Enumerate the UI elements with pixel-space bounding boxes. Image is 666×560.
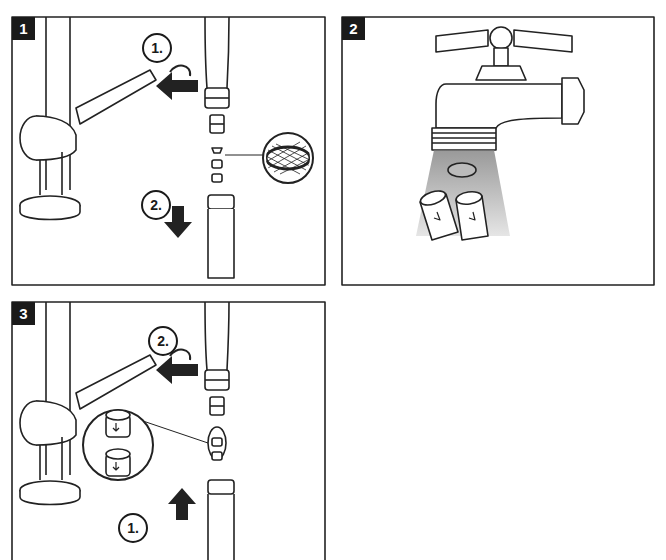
callout-circle: 1. bbox=[118, 513, 148, 543]
step-number: 1 bbox=[19, 21, 27, 36]
seat bbox=[448, 163, 476, 177]
step-number: 3 bbox=[19, 306, 27, 321]
callout-circle: 2. bbox=[141, 190, 171, 220]
panel-number-box: 3 bbox=[12, 302, 35, 325]
panel-frame bbox=[342, 17, 654, 285]
step-number: 2. bbox=[157, 334, 169, 348]
step-number: 2 bbox=[349, 21, 357, 36]
step-number: 2. bbox=[150, 198, 162, 212]
callout-circle: 1. bbox=[142, 33, 172, 63]
step-number: 1. bbox=[127, 521, 139, 535]
panel-number-box: 2 bbox=[342, 17, 365, 40]
tap-drawing bbox=[432, 27, 584, 150]
faucet-drawing bbox=[20, 302, 156, 505]
hose-parts bbox=[83, 302, 234, 560]
panel-frame bbox=[12, 302, 325, 560]
filter-parts bbox=[419, 188, 488, 240]
rotate-arrow bbox=[170, 66, 190, 76]
hose-parts bbox=[205, 17, 313, 278]
motion-arrow bbox=[156, 356, 198, 520]
panel-number-box: 1 bbox=[12, 17, 35, 40]
callout-circle: 2. bbox=[148, 326, 178, 356]
step-number: 1. bbox=[151, 41, 163, 55]
panel-frame bbox=[12, 17, 325, 285]
faucet-drawing bbox=[20, 17, 156, 220]
